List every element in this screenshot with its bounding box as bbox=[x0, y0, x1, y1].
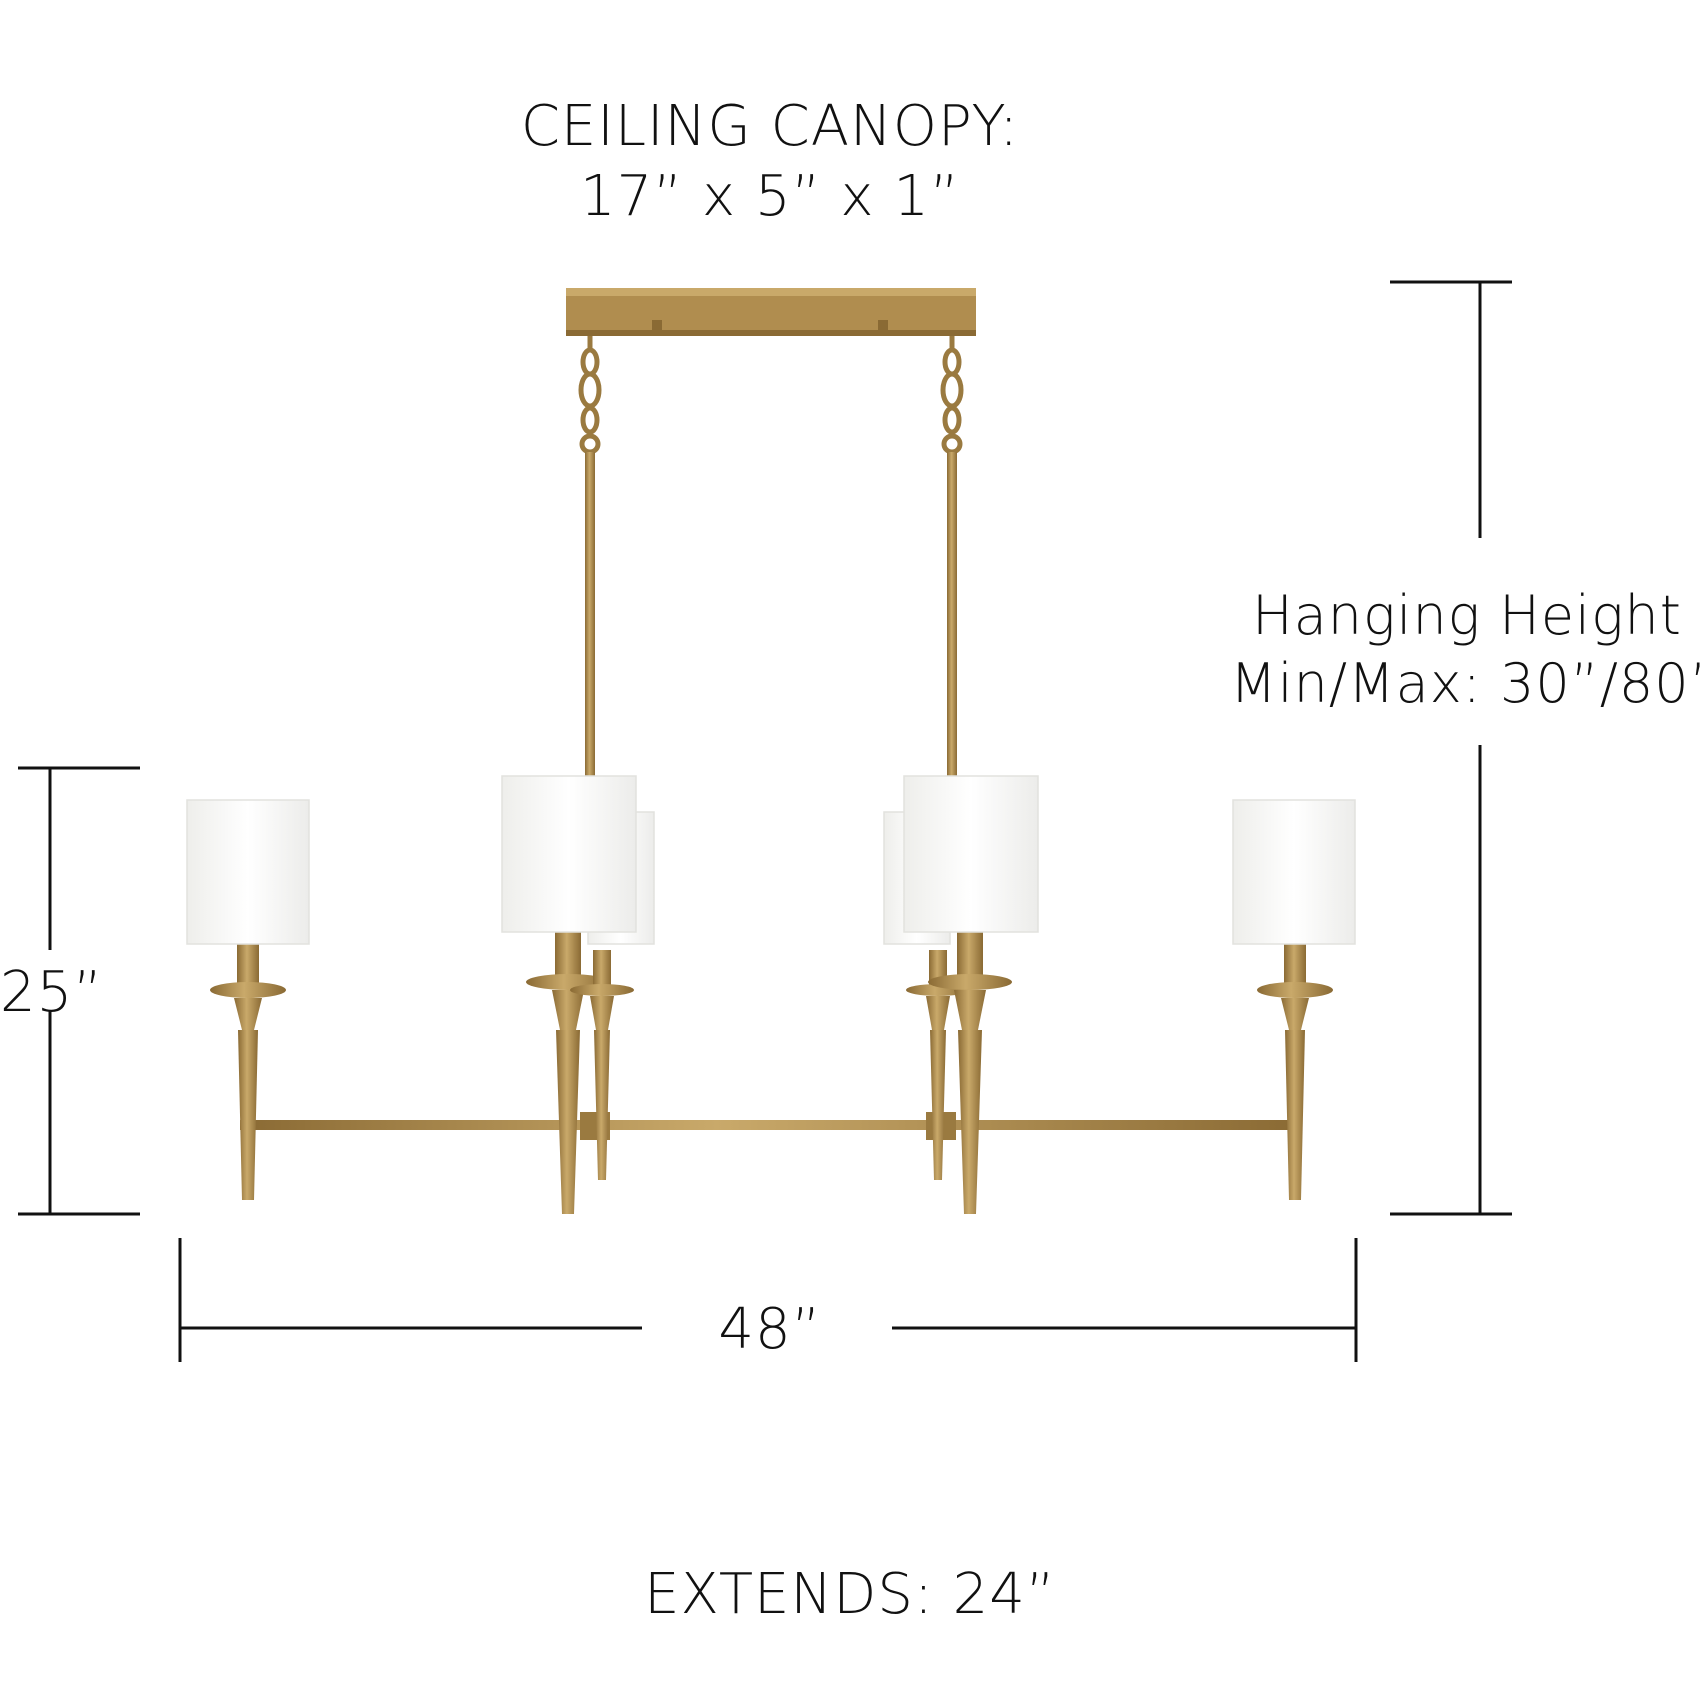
hanging-height-title: Hanging Height bbox=[1252, 584, 1682, 647]
dimension-lines bbox=[18, 280, 1512, 1362]
hanging-height-label: Hanging Height Min/Max: 30”/80” bbox=[1230, 582, 1704, 717]
height-dimension-label: 25” bbox=[0, 960, 104, 1025]
ceiling-canopy-title: CEILING CANOPY: bbox=[520, 94, 1020, 159]
ceiling-canopy-label: CEILING CANOPY: 17” x 5” x 1” bbox=[470, 92, 1070, 232]
ceiling-canopy-dimensions: 17” x 5” x 1” bbox=[579, 164, 961, 229]
suspension-rods bbox=[585, 452, 957, 782]
ceiling-canopy bbox=[566, 288, 976, 336]
horizontal-arm bbox=[240, 1112, 1300, 1140]
lamp-shades bbox=[186, 775, 1356, 945]
suspension-chains bbox=[578, 336, 964, 455]
width-dimension-label: 48” bbox=[718, 1297, 822, 1362]
lamp-arms bbox=[210, 930, 1333, 1214]
extends-label: EXTENDS: 24” bbox=[644, 1562, 1056, 1627]
hanging-height-range: Min/Max: 30”/80” bbox=[1230, 651, 1704, 715]
